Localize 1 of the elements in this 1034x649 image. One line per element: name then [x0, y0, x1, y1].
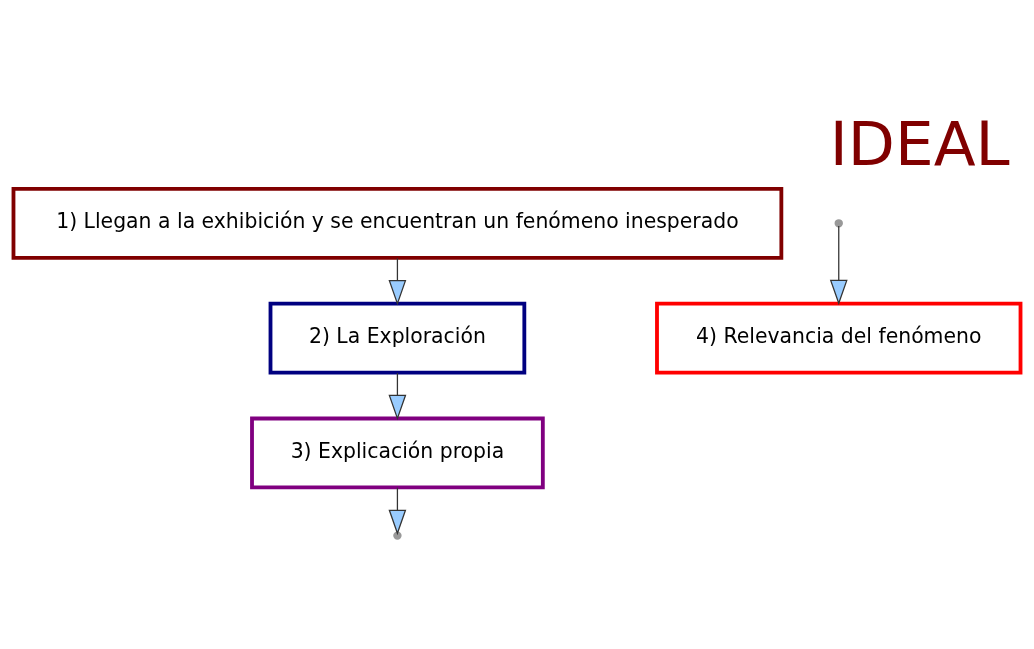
diagram-title: IDEAL	[829, 108, 1010, 180]
